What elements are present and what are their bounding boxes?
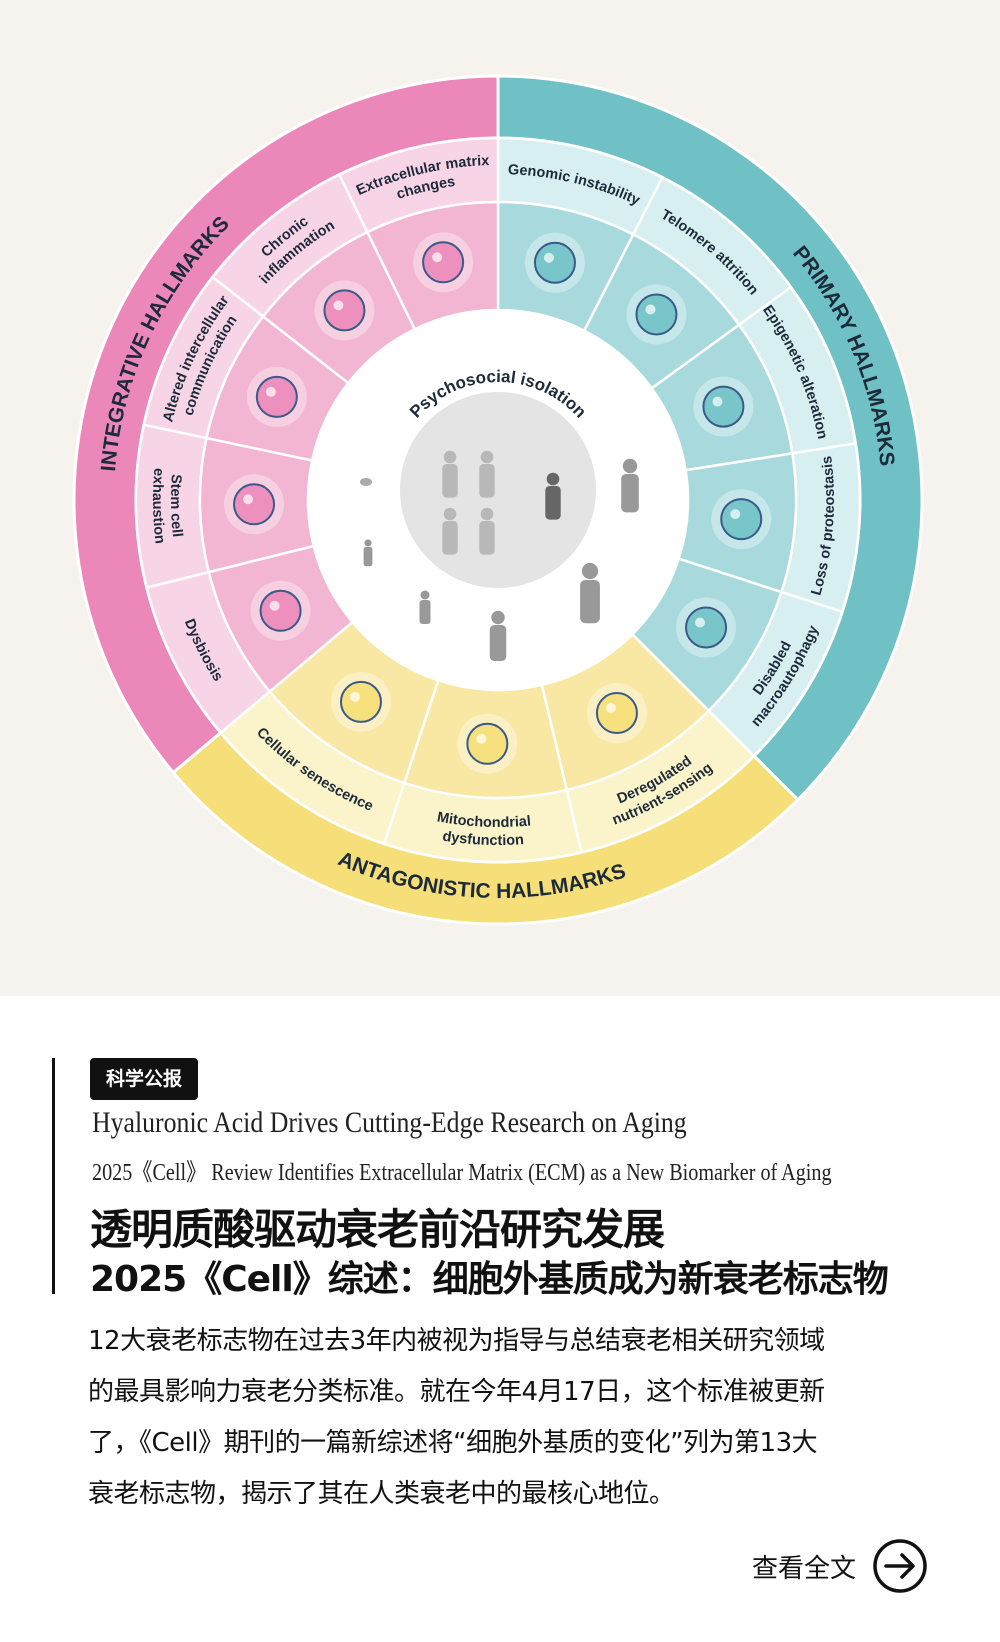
hallmark-illustration-icon (626, 284, 687, 345)
chinese-subtitle: 2025《Cell》综述：细胞外基质成为新衰老标志物 (90, 1259, 889, 1300)
center-psychosocial-isolation: Psychosocial isolation (308, 310, 688, 690)
read-more-label: 查看全文 (751, 1553, 856, 1584)
child-icon (419, 590, 431, 624)
body-line: 衰老标志物，揭示了其在人类衰老中的最核心地位。 (88, 1479, 675, 1509)
body-line: 12大衰老标志物在过去3年内被视为指导与总结衰老相关研究领域 (88, 1326, 825, 1356)
english-title: Hyaluronic Acid Drives Cutting-Edge Rese… (92, 1106, 687, 1139)
hallmark-illustration-icon (711, 489, 772, 550)
person-icon (489, 610, 507, 661)
hallmark-illustration-icon (250, 580, 311, 641)
category-badge: 科学公报 (90, 1058, 199, 1100)
embryo-icon (360, 478, 372, 486)
elderly-person-icon (621, 458, 639, 513)
person-icon (580, 562, 600, 624)
hallmark-label: dysfunction (441, 829, 524, 849)
hallmark-illustration-icon (457, 713, 518, 774)
english-subtitle: 2025《Cell》 Review Identifies Extracellul… (92, 1160, 832, 1186)
arrow-right-circle-icon (873, 1539, 927, 1593)
hallmark-illustration-icon (246, 366, 307, 427)
person-icon (545, 472, 561, 520)
body-line: 的最具影响力衰老分类标准。就在今年4月17日，这个标准被更新 (88, 1377, 825, 1407)
chinese-title: 透明质酸驱动衰老前沿研究发展 (90, 1205, 665, 1254)
hallmark-illustration-icon (693, 376, 754, 437)
person-icon (442, 450, 458, 498)
person-icon (442, 507, 458, 555)
person-icon (479, 507, 495, 555)
baby-icon (363, 539, 373, 567)
hallmark-illustration-icon (314, 280, 375, 341)
hallmark-illustration-icon (330, 671, 391, 732)
article-body: 12大衰老标志物在过去3年内被视为指导与总结衰老相关研究领域 的最具影响力衰老分… (88, 1316, 938, 1520)
hallmark-illustration-icon (586, 683, 647, 744)
hallmark-label: exhaustion (149, 467, 168, 544)
hallmark-illustration-icon (224, 474, 285, 535)
read-full-article-button[interactable]: 查看全文 (752, 1538, 928, 1594)
hallmark-illustration-icon (413, 232, 474, 293)
hallmark-label: Stem cell (167, 474, 185, 538)
isolation-circle (400, 392, 596, 588)
hallmark-illustration-icon (524, 232, 585, 293)
accent-bar (52, 1058, 55, 1294)
hallmark-illustration-icon (676, 597, 737, 658)
body-line: 了，《Cell》期刊的一篇新综述将“细胞外基质的变化”列为第13大 (88, 1428, 818, 1458)
person-icon (479, 450, 495, 498)
